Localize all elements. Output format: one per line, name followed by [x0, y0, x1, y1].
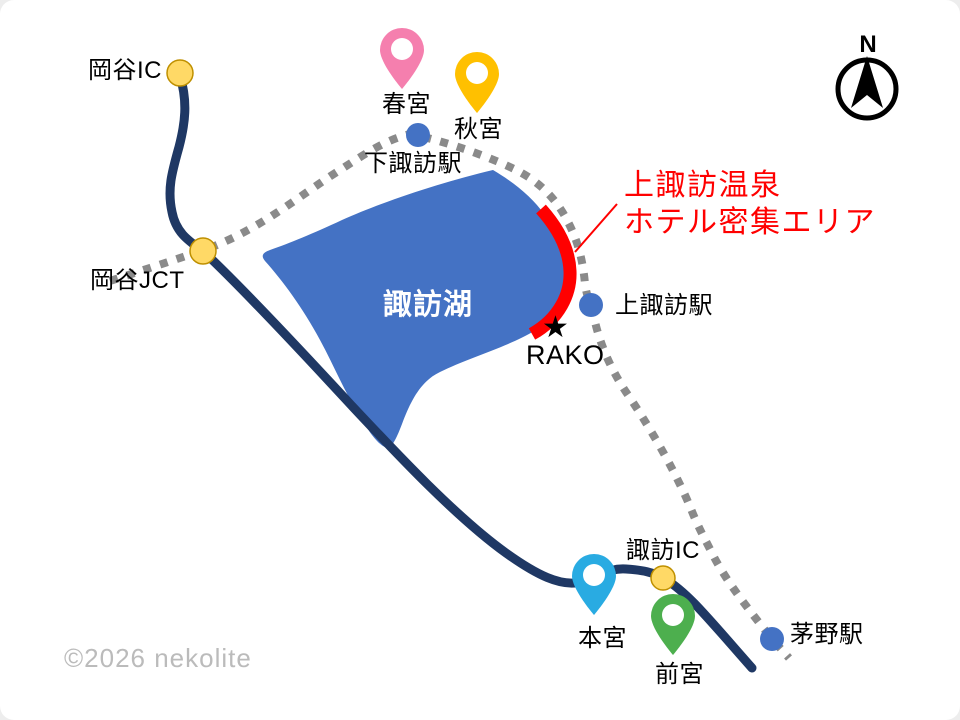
hotel-area-annotation: 上諏訪温泉 ホテル密集エリア	[624, 167, 876, 241]
harumiya-pin-icon	[380, 28, 424, 89]
label-shimosuwa-station: 下諏訪駅	[364, 150, 462, 177]
label-kamisuwa-station: 上諏訪駅	[615, 292, 713, 319]
label-maemiya: 前宮	[655, 661, 704, 688]
suwa-ic-dot	[650, 565, 676, 591]
compass-n-label: N	[859, 31, 877, 58]
okaya-ic-dot	[166, 59, 194, 87]
annotation-line2: ホテル密集エリア	[624, 206, 876, 239]
annotation-line1: 上諏訪温泉	[624, 169, 782, 202]
label-rako: RAKO	[526, 340, 605, 370]
railway-line	[108, 129, 792, 661]
compass-icon	[835, 56, 899, 121]
chino-station-dot	[760, 627, 784, 651]
hotel-area-highlight	[528, 204, 577, 340]
label-harumiya: 春宮	[382, 91, 431, 118]
maemiya-pin-icon	[651, 594, 695, 655]
lake-suwa-shape	[262, 170, 567, 448]
label-okaya-jct: 岡谷JCT	[90, 267, 185, 294]
compass-needle-icon	[851, 56, 883, 108]
label-akimiya: 秋宮	[454, 116, 503, 143]
label-okaya-ic: 岡谷IC	[88, 57, 162, 84]
copyright-text: ©2026 nekolite	[64, 643, 252, 673]
shimosuwa-station-dot	[406, 123, 430, 147]
label-chino-station: 茅野駅	[790, 621, 864, 648]
akimiya-pin-icon	[455, 52, 499, 113]
expressway-line	[165, 71, 757, 673]
label-honmiya: 本宮	[578, 625, 627, 652]
okaya-jct-dot	[189, 237, 217, 265]
label-lake-suwa: 諏訪湖	[383, 289, 474, 321]
annotation-leader-line	[574, 203, 618, 253]
rako-star-icon: ★	[542, 311, 569, 344]
honmiya-pin-icon	[572, 554, 616, 615]
kamisuwa-station-dot	[579, 293, 603, 317]
label-suwa-ic: 諏訪IC	[626, 537, 700, 564]
